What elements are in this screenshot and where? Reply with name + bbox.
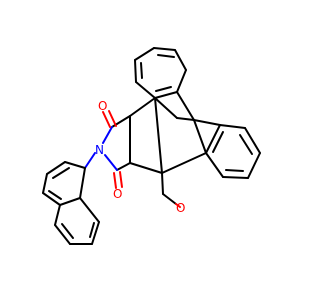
molecule-drawing: O O O N (42, 47, 261, 245)
oxygen-aldehyde-label: O (176, 201, 185, 215)
oxygen-top-label: O (98, 99, 107, 113)
imide-ring (102, 110, 131, 189)
naphthalene-ring (42, 152, 100, 245)
lower-benzene-ring (205, 124, 261, 179)
upper-benzene-ring (134, 47, 187, 99)
bridge-framework (129, 91, 221, 174)
aldehyde-group (161, 172, 181, 208)
oxygen-bottom-label: O (113, 187, 122, 201)
structure-diagram: O O O N (42, 47, 261, 245)
nitrogen-label: N (95, 143, 104, 157)
